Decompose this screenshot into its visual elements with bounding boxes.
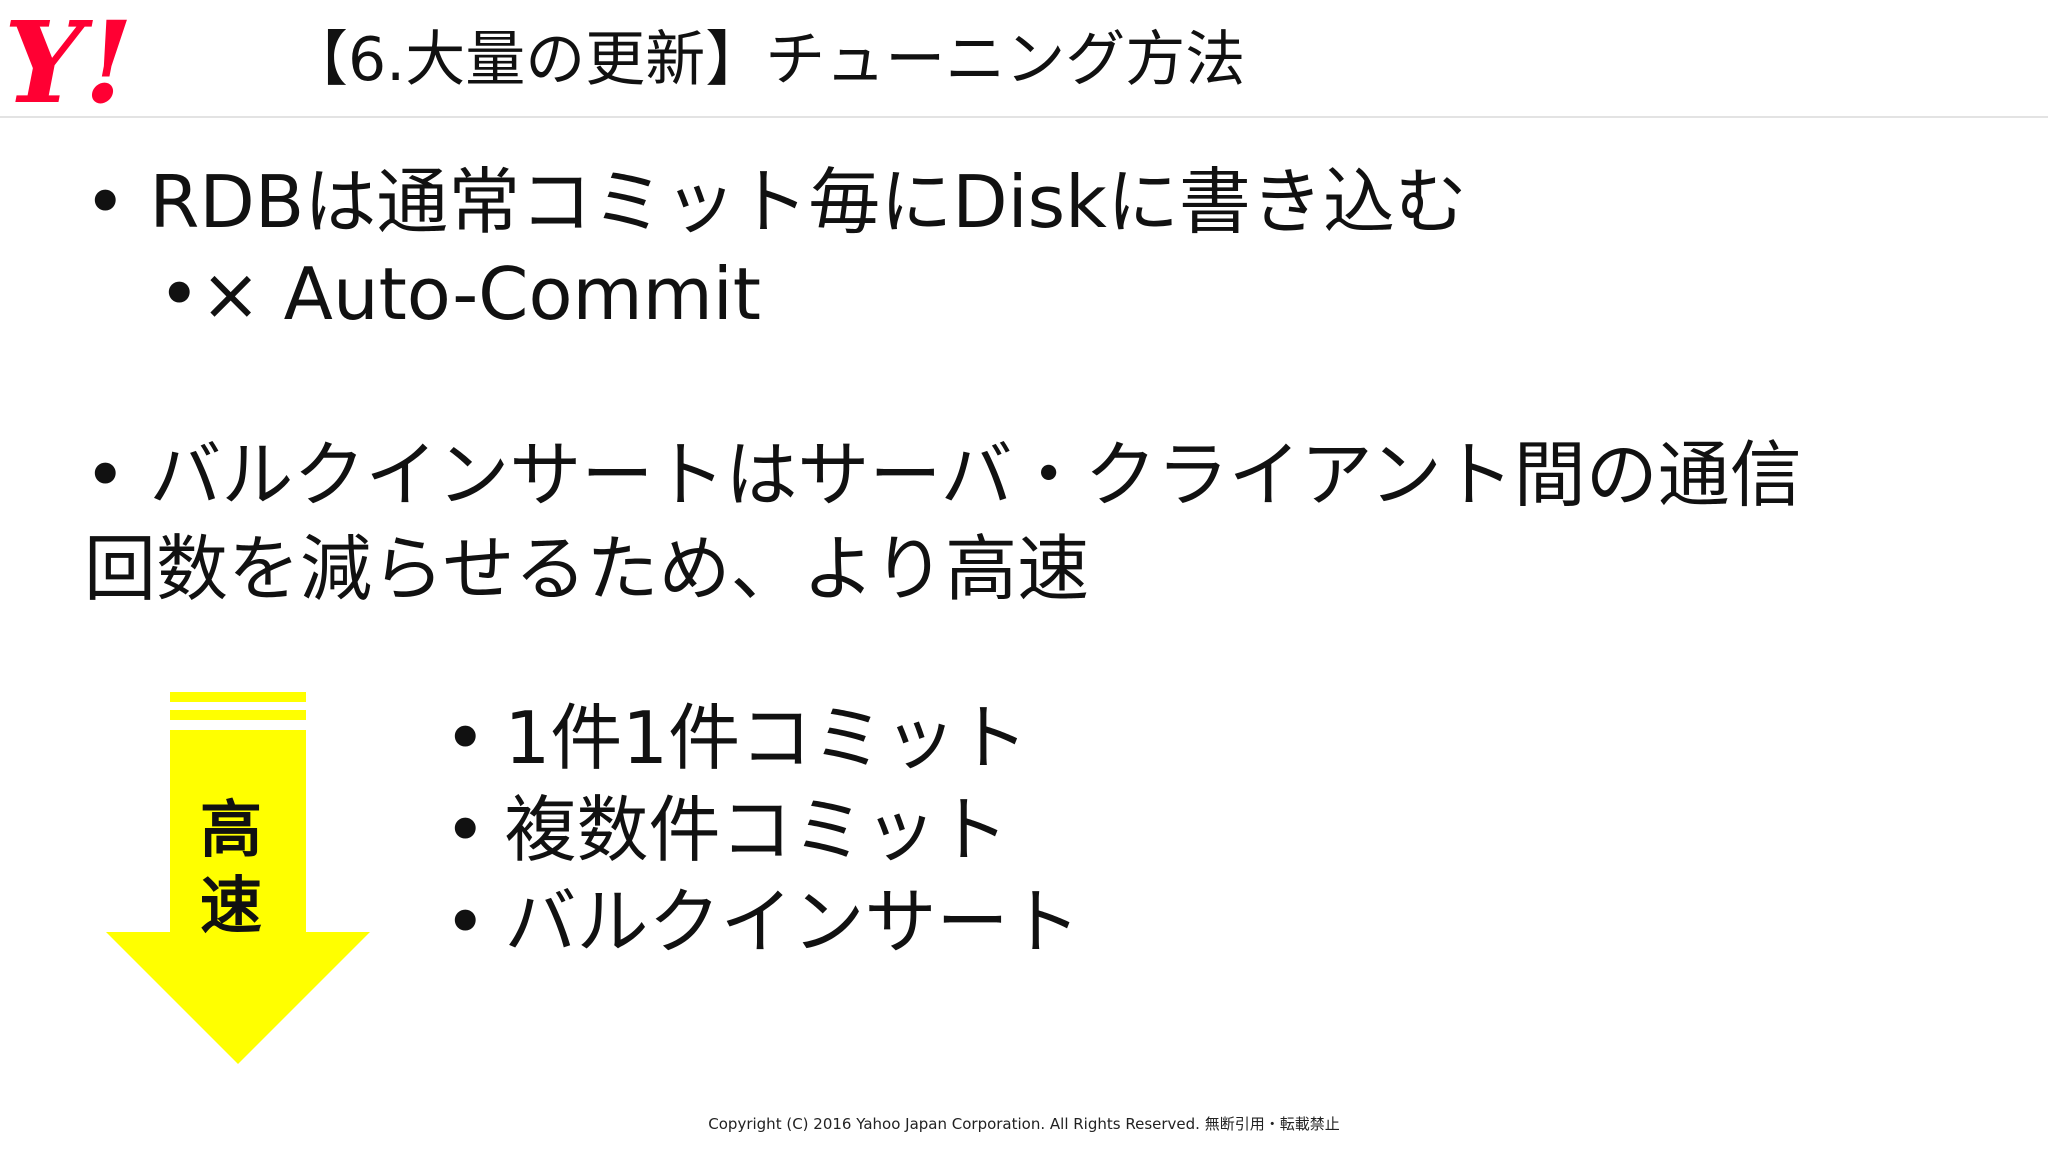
bullet-dot: •	[444, 788, 487, 872]
list-item-single-commit: •1件1件コミット	[444, 692, 1080, 784]
yahoo-logo: Y!	[4, 0, 133, 115]
slide-title: 【6.大量の更新】チューニング方法	[288, 25, 1246, 95]
bullet-bulk-insert-line-2: 回数を減らせるため、より高速	[84, 527, 1090, 611]
bullet-rdb-commit: • RDBは通常コミット毎にDiskに書き込む	[84, 160, 1467, 244]
arrow-stripe-top	[170, 692, 306, 702]
title-divider	[0, 116, 2048, 118]
copyright-footer: Copyright (C) 2016 Yahoo Japan Corporati…	[708, 1115, 1340, 1133]
arrow-body	[106, 730, 370, 1064]
list-item-batch-commit: •複数件コミット	[444, 784, 1080, 876]
method-label: バルクインサート	[504, 880, 1081, 964]
commit-methods-list: •1件1件コミット •複数件コミット •バルクインサート	[444, 692, 1080, 968]
sub-bullet-auto-commit: •× Auto-Commit	[158, 252, 761, 336]
arrow-stripe-middle	[170, 710, 306, 720]
bullet-dot: •	[444, 696, 487, 780]
list-item-bulk-insert: •バルクインサート	[444, 876, 1080, 968]
arrow-label-char-2: 速	[199, 869, 262, 942]
bullet-dot: •	[444, 880, 487, 964]
method-label: 1件1件コミット	[504, 696, 1029, 780]
speed-down-arrow-icon	[106, 692, 370, 1064]
method-label: 複数件コミット	[504, 788, 1009, 872]
arrow-label-char-1: 高	[199, 793, 262, 866]
arrow-label-fast: 高 速	[196, 792, 266, 944]
yahoo-logo-text: Y!	[4, 0, 133, 115]
bullet-bulk-insert-line-1: • バルクインサートはサーバ・クライアント間の通信	[84, 433, 1802, 517]
